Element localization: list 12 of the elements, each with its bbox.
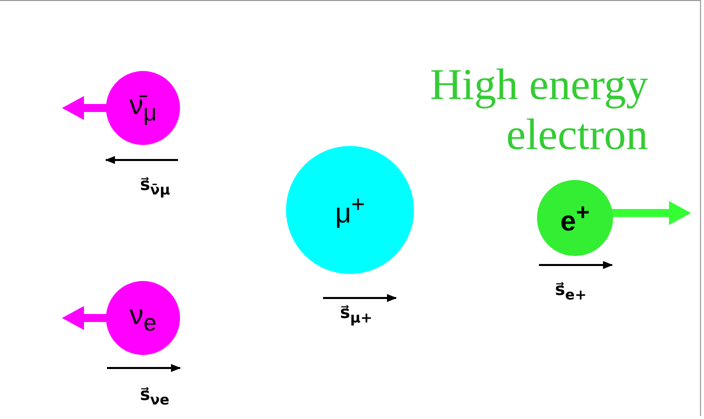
particle-symbol: e$^{+}$ xyxy=(560,198,590,238)
spin-label: s⃗$_{μ+}$ xyxy=(340,303,372,326)
spin-label: s⃗$_{νe}$ xyxy=(140,385,170,408)
momentum-arrow xyxy=(62,306,108,330)
particle-symbol: ν$_{e}$ xyxy=(130,299,156,337)
spin-label: s⃗$_{ν̄μ}$ xyxy=(140,175,170,198)
momentum-arrow xyxy=(611,201,691,225)
particle-symbol: μ$^{+}$ xyxy=(335,190,365,230)
spin-label: s⃗$_{e+}$ xyxy=(555,280,587,304)
momentum-arrow xyxy=(62,96,108,120)
particle-symbol: ν̄$_{μ}$ xyxy=(129,89,157,127)
annotation-text: High energy electron xyxy=(429,60,648,160)
